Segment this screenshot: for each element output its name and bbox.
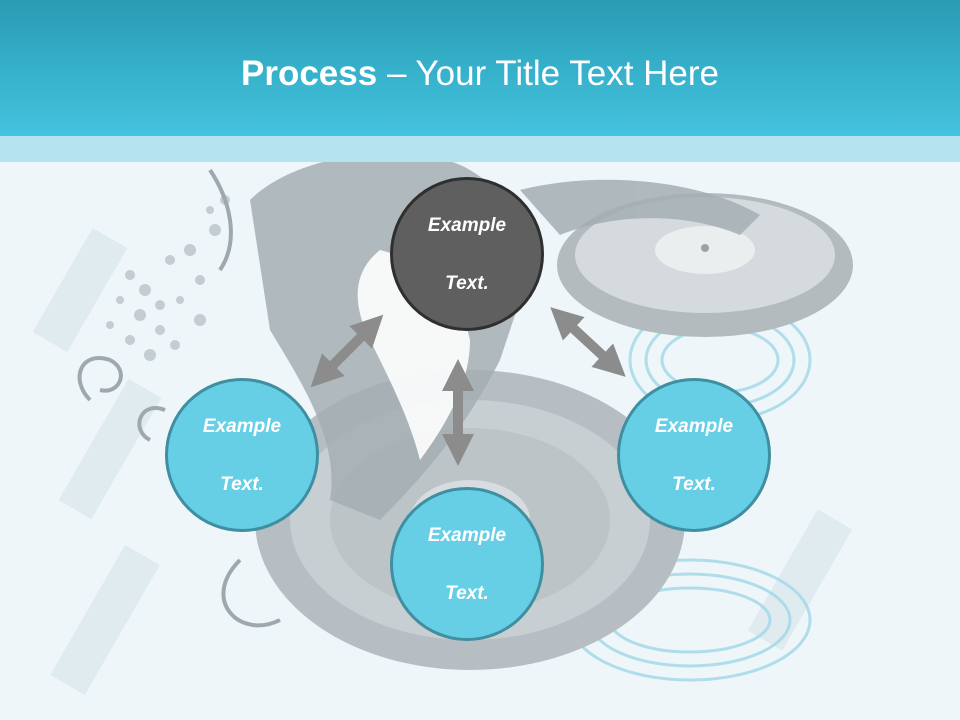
arrow-top-left: [310, 314, 384, 388]
node-bottom-line2: Text.: [445, 582, 489, 604]
node-top-line1: Example: [427, 214, 507, 236]
title-rest: – Your Title Text Here: [377, 54, 719, 93]
node-bottom-line1: Example: [427, 524, 507, 546]
slide-title: Process – Your Title Text Here: [0, 52, 960, 96]
title-bar: [0, 0, 960, 136]
node-left-line1: Example: [202, 415, 282, 437]
arrow-top-right: [550, 307, 626, 377]
node-right-line1: Example: [654, 415, 734, 437]
title-bold: Process: [241, 54, 378, 93]
node-left-line2: Text.: [220, 473, 264, 495]
node-right-line2: Text.: [672, 473, 716, 495]
node-top-line2: Text.: [445, 272, 489, 294]
title-bar-strip: [0, 136, 960, 162]
